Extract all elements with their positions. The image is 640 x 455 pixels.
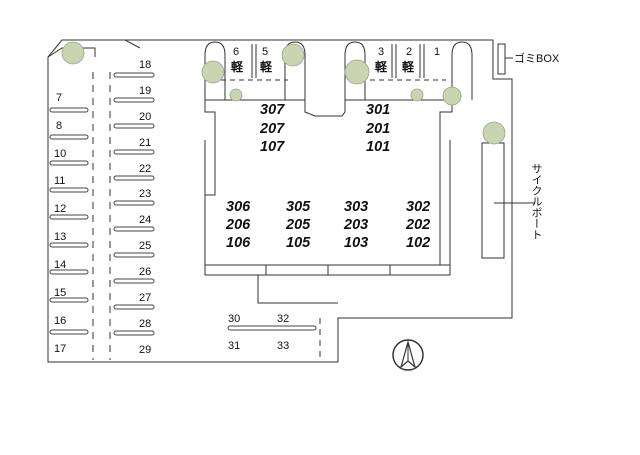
parking-space-label: 12: [54, 203, 66, 215]
units-north-right: 301 201 101: [365, 102, 390, 155]
unit-number: 203: [343, 217, 368, 233]
tree-icon: [482, 121, 506, 145]
parking-space-label: 21: [139, 137, 151, 149]
apartment-building: [204, 99, 453, 266]
units-north-left: 307 207 107: [259, 102, 285, 155]
parking-space-label: 2: [406, 46, 412, 58]
tree-icon: [442, 86, 462, 106]
unit-number: 307: [260, 102, 285, 118]
bottom-access-path: [257, 275, 338, 304]
site-boundary: [47, 39, 513, 363]
tree-icon: [229, 88, 243, 102]
unit-number: 303: [344, 199, 368, 215]
parking-space-label: 14: [54, 259, 66, 271]
parking-space-label: 19: [139, 85, 151, 97]
unit-number: 206: [225, 217, 251, 233]
parking-space-label: 24: [139, 214, 151, 226]
kei-parking-bay-right: [344, 41, 473, 100]
unit-number: 103: [344, 235, 368, 251]
garbage-box: [497, 43, 506, 75]
parking-mid-labels: 18 19 20 21 22 23 24 25 26 27 28 29: [139, 59, 151, 356]
parking-bottom-slots: [227, 318, 321, 358]
parking-space-label: 26: [139, 266, 151, 278]
parking-space-label: 25: [139, 240, 151, 252]
unit-number: 106: [226, 235, 251, 251]
kei-car-label: 軽: [260, 59, 273, 74]
unit-number: 107: [260, 139, 285, 155]
tree-icon: [344, 59, 370, 85]
parking-space-label: 29: [139, 344, 151, 356]
kei-car-label: 軽: [375, 59, 388, 74]
parking-space-label: 5: [262, 46, 268, 58]
parking-space-label: 18: [139, 59, 151, 71]
parking-space-label: 7: [56, 92, 62, 104]
tree-icon: [410, 88, 424, 102]
tree-icon: [201, 60, 225, 84]
parking-space-label: 30: [228, 313, 240, 325]
parking-space-label: 22: [139, 163, 151, 175]
parking-space-label: 23: [139, 188, 151, 200]
parking-space-label: 28: [139, 318, 151, 330]
parking-space-label: 31: [228, 340, 240, 352]
parking-space-label: 16: [54, 315, 66, 327]
garbage-box-label: ゴミBOX: [514, 51, 560, 65]
parking-left-slots: [49, 107, 89, 335]
unit-number: 207: [259, 121, 285, 137]
units-south: 306 206 106 305 205 105 303 203 103 302 …: [225, 199, 430, 251]
parking-space-label: 11: [54, 175, 65, 187]
parking-space-label: 10: [54, 148, 66, 160]
tree-icon: [281, 43, 305, 67]
unit-number: 105: [286, 235, 311, 251]
parking-space-label: 33: [277, 340, 289, 352]
parking-space-label: 1: [434, 46, 440, 58]
unit-number: 306: [226, 199, 251, 215]
parking-space-label: 17: [54, 343, 66, 355]
parking-space-label: 27: [139, 292, 151, 304]
unit-number: 301: [366, 102, 390, 118]
unit-number: 101: [366, 139, 390, 155]
unit-number: 102: [406, 235, 430, 251]
unit-number: 305: [286, 199, 311, 215]
parking-mid-slots: [113, 72, 155, 336]
kei-car-label: 軽: [231, 59, 244, 74]
entrance-road-diagonal: [124, 39, 141, 49]
north-arrow-icon: [392, 339, 424, 371]
parking-space-label: 6: [233, 46, 239, 58]
bicycle-port: [481, 142, 505, 259]
unit-number: 201: [365, 121, 390, 137]
parking-space-label: 3: [378, 46, 384, 58]
balcony-strip: [204, 264, 451, 276]
parking-space-label: 15: [54, 287, 66, 299]
bicycle-port-label: サイクルポート: [530, 163, 543, 240]
unit-number: 205: [285, 217, 311, 233]
unit-number: 202: [405, 217, 430, 233]
tree-icon: [61, 41, 85, 65]
parking-space-label: 20: [139, 111, 151, 123]
parking-space-label: 8: [56, 120, 62, 132]
unit-number: 302: [406, 199, 430, 215]
kei-car-label: 軽: [402, 59, 415, 74]
parking-left-labels: 7 8 10 11 12 13 14 15 16 17: [54, 92, 66, 355]
tree-icons: [61, 41, 506, 145]
parking-space-label: 32: [277, 313, 289, 325]
parking-space-label: 13: [54, 231, 66, 243]
